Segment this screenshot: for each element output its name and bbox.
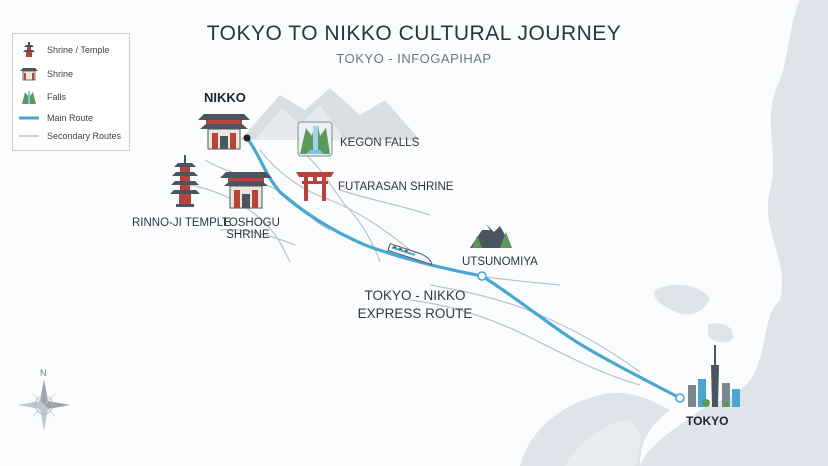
legend-label: Falls xyxy=(47,92,67,102)
peninsula xyxy=(565,420,641,466)
toshogu-line-1: TOSHOGU xyxy=(222,217,280,229)
map-subtitle: TOKYO - INFOGAPIHAP xyxy=(336,51,492,66)
train-icon xyxy=(387,243,433,266)
label-toshogu-shrine: TOSHOGU SHRINE xyxy=(222,217,280,241)
nikko-gate-icon xyxy=(198,114,250,150)
tokyo-skyline-icon xyxy=(688,345,740,407)
main-route xyxy=(245,136,682,400)
legend: Shrine / Temple Shrine Falls Main Route … xyxy=(12,33,130,151)
label-tokyo: TOKYO xyxy=(686,414,729,428)
compass-north-label: N xyxy=(40,368,47,378)
label-futarasan-shrine: FUTARASAN SHRINE xyxy=(338,181,454,193)
legend-label: Secondary Routes xyxy=(47,131,122,141)
futarasan-torii-icon xyxy=(296,172,334,201)
island-1 xyxy=(654,284,710,315)
legend-item-falls: Falls xyxy=(19,89,66,105)
legend-item-main-route: Main Route xyxy=(19,110,93,126)
route-label-line-1: TOKYO - NIKKO xyxy=(364,288,466,303)
compass-rose-icon xyxy=(18,379,70,431)
nikko-stop xyxy=(243,134,251,142)
island-2 xyxy=(708,323,734,343)
label-utsunomiya: UTSUNOMIYA xyxy=(462,256,538,268)
legend-label: Main Route xyxy=(47,113,94,123)
legend-item-secondary-routes: Secondary Routes xyxy=(19,128,121,144)
tokyo-stop xyxy=(675,393,685,403)
sea-east xyxy=(640,0,828,466)
legend-item-shrine-temple: Shrine / Temple xyxy=(19,42,109,58)
toshogu-shrine-icon xyxy=(220,172,272,209)
label-rinnoji-temple: RINNO-JI TEMPLE xyxy=(132,217,231,229)
label-kegon-falls: KEGON FALLS xyxy=(340,137,420,149)
utsunomiya-stop xyxy=(477,271,487,281)
label-nikko: NIKKO xyxy=(204,90,246,105)
rinnoji-pagoda-icon xyxy=(170,155,200,207)
map-title: TOKYO TO NIKKO CULTURAL JOURNEY xyxy=(206,22,622,45)
kegon-falls-icon xyxy=(297,121,333,157)
toshogu-line-2: SHRINE xyxy=(226,229,270,241)
label-express-route: TOKYO - NIKKO EXPRESS ROUTE xyxy=(355,287,475,323)
legend-item-shrine: Shrine xyxy=(19,66,73,82)
waterfall-icon xyxy=(19,89,39,105)
route-label-line-2: EXPRESS ROUTE xyxy=(357,306,473,321)
legend-label: Shrine / Temple xyxy=(47,45,110,55)
pagoda-icon xyxy=(19,42,39,58)
main-route-line xyxy=(19,110,39,126)
shrine-icon xyxy=(19,66,39,82)
legend-label: Shrine xyxy=(47,69,74,79)
utsunomiya-mountain-icon xyxy=(470,224,512,248)
secondary-route-line xyxy=(19,128,39,144)
